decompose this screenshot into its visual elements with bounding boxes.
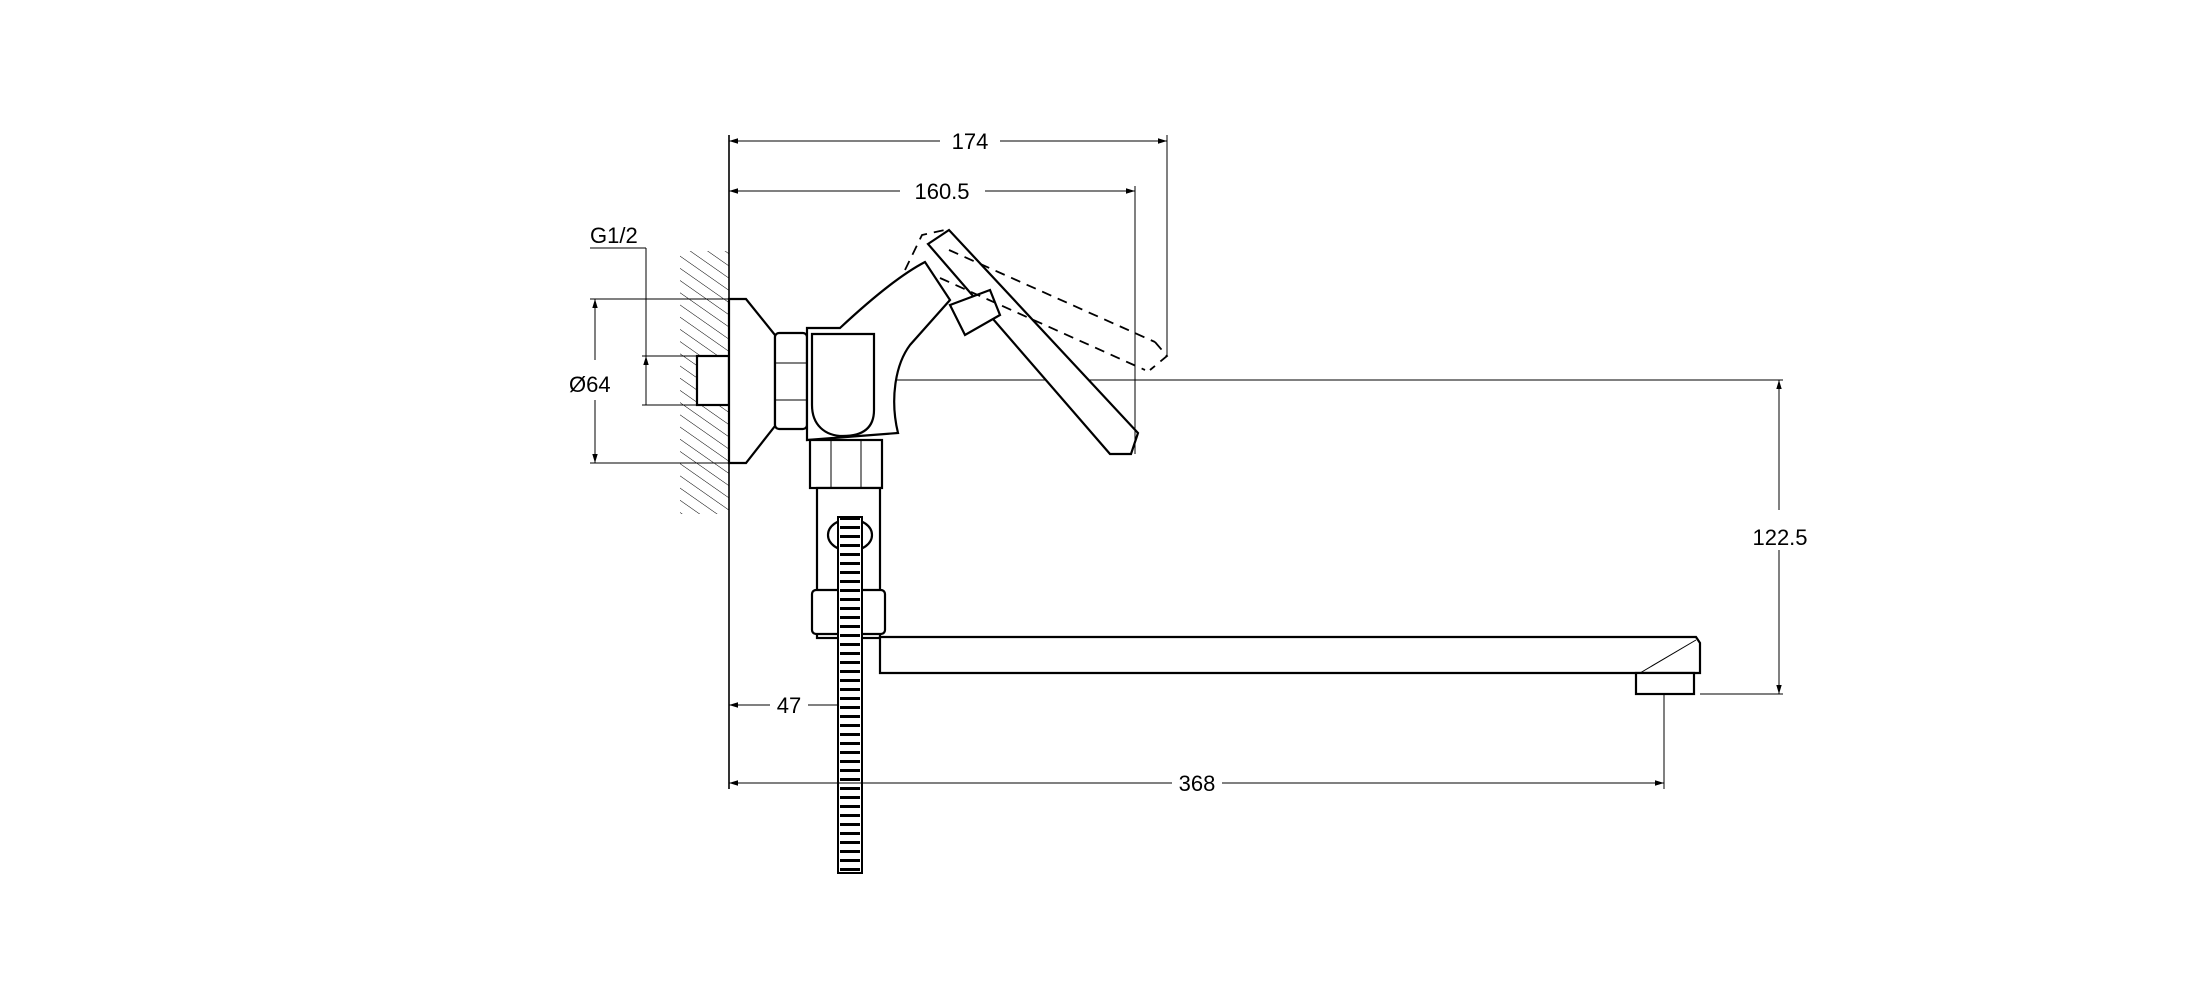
spout — [878, 635, 1702, 696]
shower-hose — [837, 516, 863, 874]
spout-height-dimension: 122.5 — [1700, 380, 1808, 695]
flange-diameter-label: Ø64 — [569, 372, 611, 397]
wall-flange — [727, 297, 777, 465]
overall-depth-label: 174 — [952, 129, 989, 154]
spout-length-label: 368 — [1179, 771, 1216, 796]
hex-nut — [773, 331, 809, 431]
inlet-pipe — [695, 354, 731, 407]
thread-label: G1/2 — [590, 223, 638, 248]
spout-length-dimension: 368 — [729, 694, 1665, 796]
wall — [680, 135, 730, 789]
mixer-body — [805, 260, 952, 640]
lever-handle[interactable] — [926, 228, 1140, 456]
overall-depth-dimension: 174 — [729, 129, 1168, 356]
hose-offset-dimension: 47 — [729, 693, 838, 718]
flange-diameter-dimension: Ø64 — [569, 298, 729, 464]
lever-depth-dimension: 160.5 — [729, 179, 1136, 454]
thread-callout: G1/2 — [590, 223, 697, 406]
spout-height-label: 122.5 — [1752, 525, 1807, 550]
hose-offset-label: 47 — [777, 693, 801, 718]
lever-pivot — [948, 288, 1002, 337]
lever-depth-label: 160.5 — [914, 179, 969, 204]
